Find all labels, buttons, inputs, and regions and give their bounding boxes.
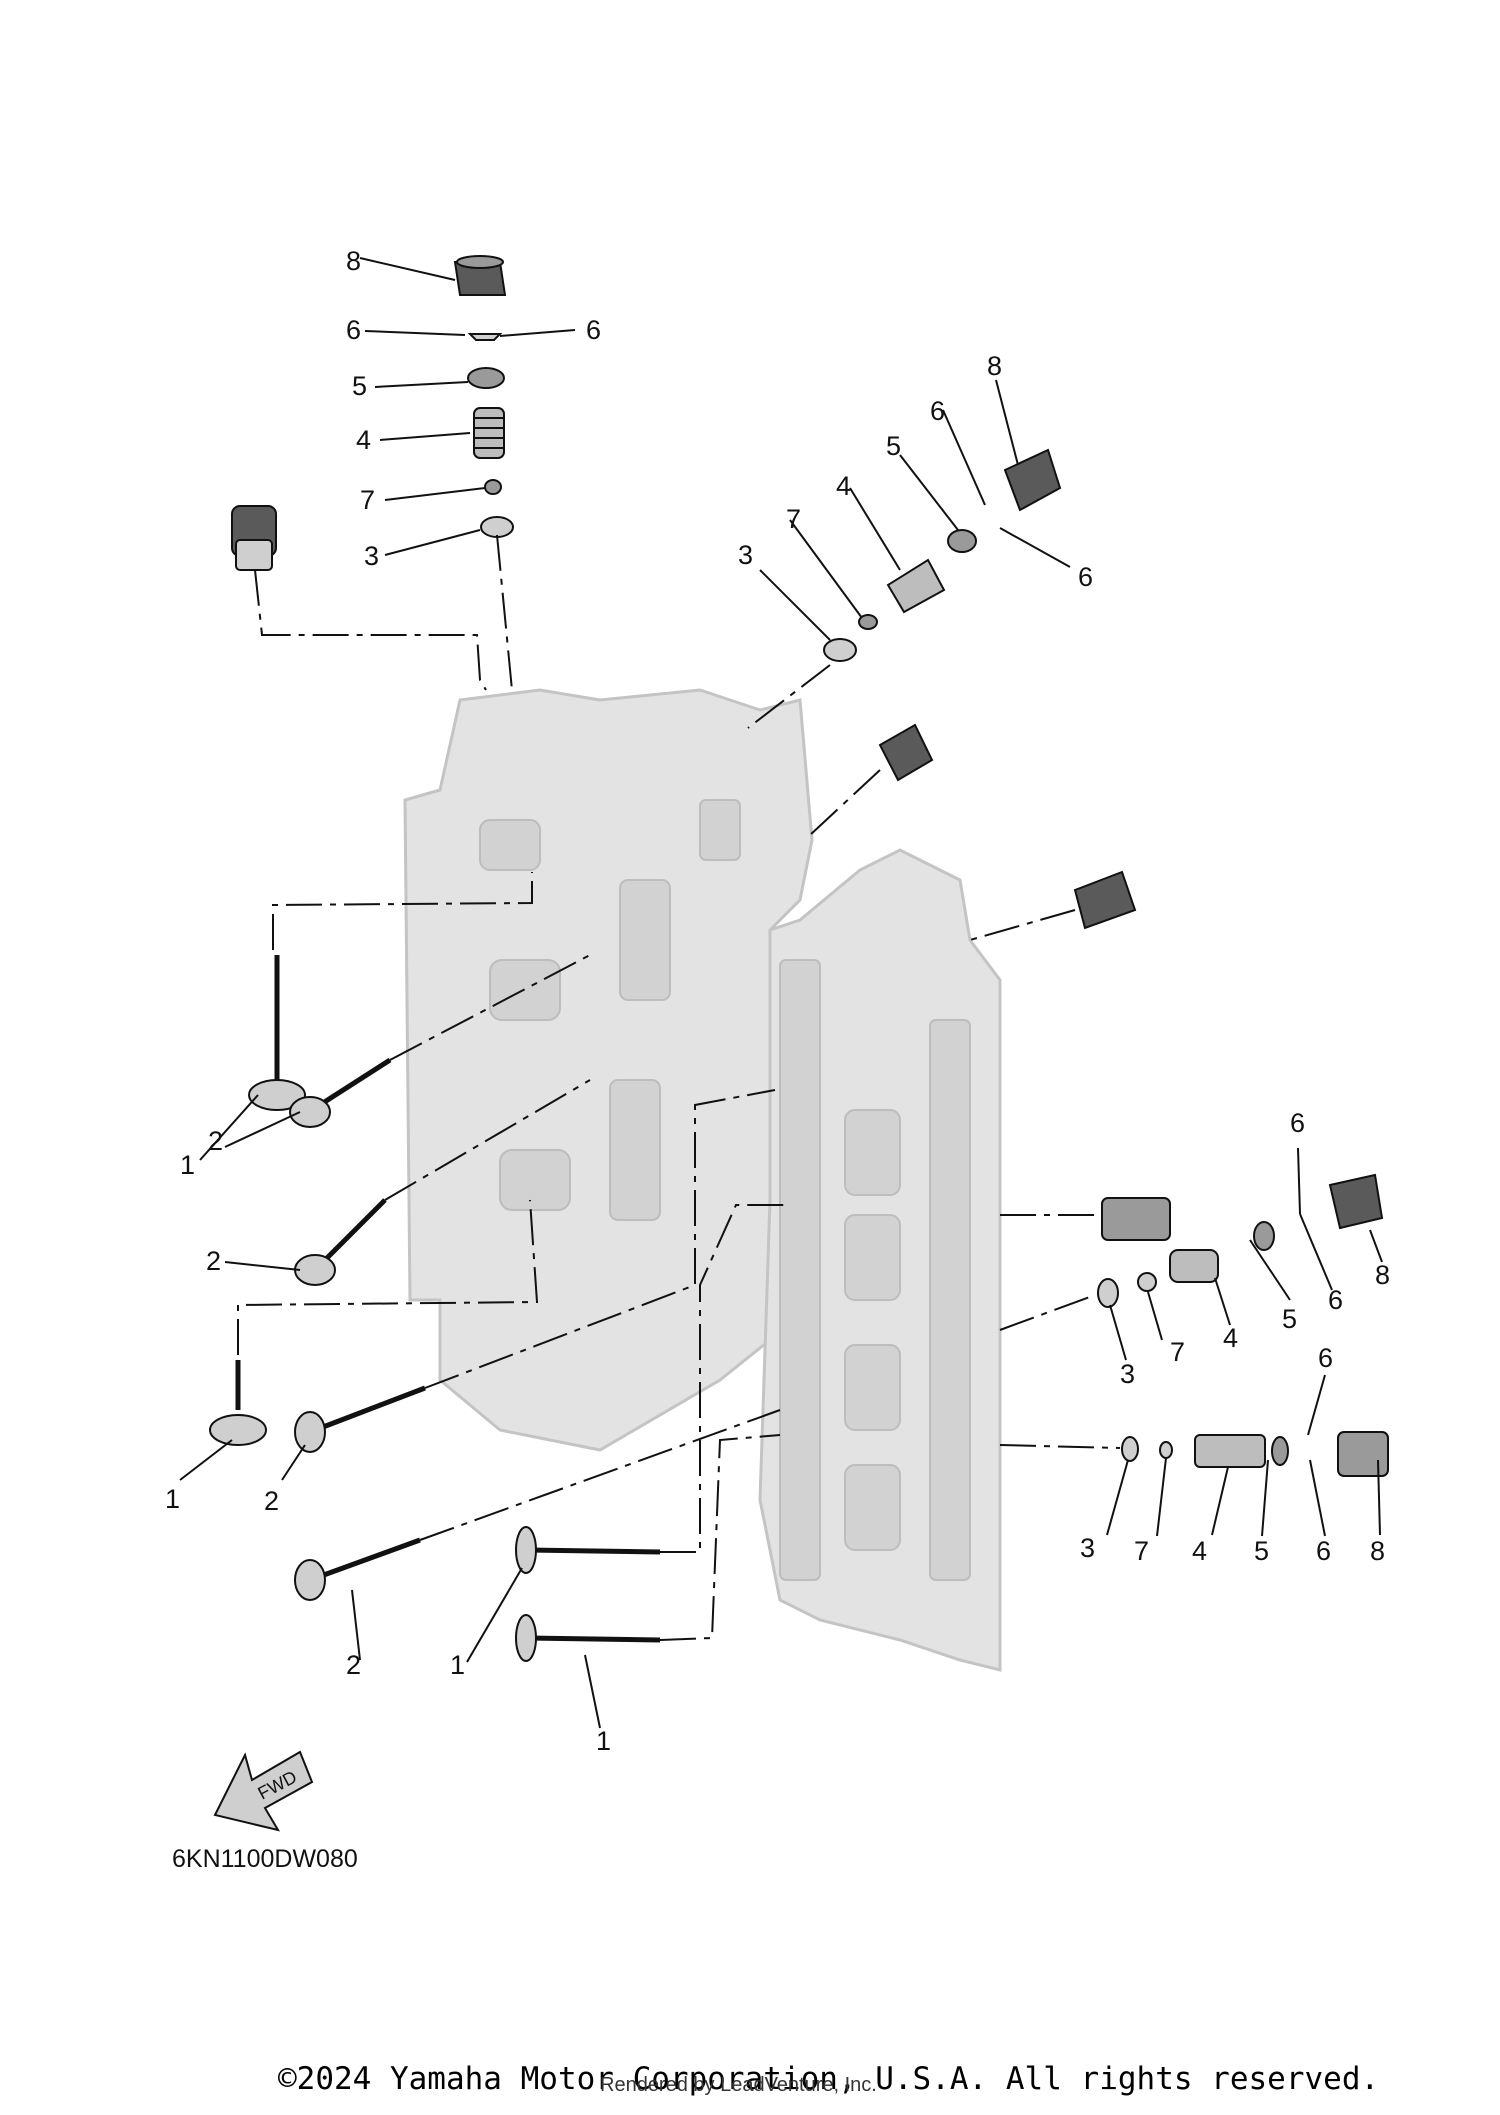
callout-3: 3 (364, 541, 379, 571)
callout-4: 4 (1223, 1323, 1238, 1353)
bottom-intake-valve-b (515, 1614, 661, 1662)
callout-6: 6 (1316, 1536, 1331, 1566)
callout-6: 6 (1290, 1108, 1305, 1138)
right-mid-lifter-right (1328, 1173, 1384, 1230)
callout-1: 1 (450, 1650, 465, 1680)
callout-2: 2 (264, 1486, 279, 1516)
callout-3: 3 (1120, 1359, 1135, 1389)
diagram-code: 6KN1100DW080 (172, 1845, 358, 1873)
callout-8: 8 (346, 246, 361, 276)
left-exhaust-valve-lower (294, 1385, 426, 1453)
right-mid-spring (1169, 1249, 1219, 1283)
leader-lines (237, 534, 1121, 1641)
top-stack-washer (480, 516, 514, 538)
callout-7: 7 (1170, 1337, 1185, 1367)
diagonal-stack-washer (823, 638, 857, 662)
top-stack-retainer (467, 367, 505, 389)
callout-4: 4 (356, 425, 371, 455)
right-low-washer (1121, 1436, 1139, 1462)
callout-5: 5 (886, 431, 901, 461)
callout-8: 8 (987, 351, 1002, 381)
right-low-lifter (1337, 1431, 1389, 1477)
callout-6: 6 (930, 396, 945, 426)
callout-2: 2 (208, 1126, 223, 1156)
callout-3: 3 (738, 540, 753, 570)
callout-4: 4 (836, 471, 851, 501)
callout-1: 1 (180, 1150, 195, 1180)
right-low-stem-seal (1159, 1441, 1173, 1459)
left-exhaust-valve-upper (289, 1057, 392, 1128)
callout-5: 5 (1254, 1536, 1269, 1566)
diagonal-stack-stem-seal (858, 614, 878, 630)
left-intake-valve-upper (248, 955, 306, 1111)
bottom-intake-valve-a (515, 1526, 661, 1574)
diagonal-stack-spring (886, 558, 946, 614)
left-intake-valve-lower (209, 1360, 267, 1446)
callout-labels: 8 6 6 5 4 7 3 8 6 6 5 4 7 3 1 2 2 1 2 2 … (165, 246, 1390, 1756)
right-low-spring (1194, 1434, 1266, 1468)
callout-5: 5 (1282, 1304, 1297, 1334)
callout-2: 2 (206, 1246, 221, 1276)
callout-6: 6 (1318, 1343, 1333, 1373)
callout-2: 2 (346, 1650, 361, 1680)
right-mid-lifter-left (1101, 1197, 1171, 1241)
callout-5: 5 (352, 371, 367, 401)
right-mid-retainer (1253, 1221, 1275, 1251)
rendered-by-note: Rendered by LeadVenture, Inc. (600, 2074, 877, 2096)
upper-left-lifter (231, 505, 277, 571)
callout-1: 1 (165, 1484, 180, 1514)
callout-8: 8 (1375, 1260, 1390, 1290)
callout-1: 1 (596, 1726, 611, 1756)
top-stack-lifter (453, 255, 507, 296)
top-stack-stem-seal (484, 479, 502, 495)
fwd-arrow-icon: FWD (213, 1750, 314, 1832)
right-mid-stem-seal (1137, 1272, 1157, 1292)
callout-7: 7 (360, 485, 375, 515)
callout-8: 8 (1370, 1536, 1385, 1566)
cylinder-head-right (758, 848, 1002, 1672)
callout-6: 6 (586, 315, 601, 345)
callout-leads (179, 257, 1383, 1729)
callout-4: 4 (1192, 1536, 1207, 1566)
top-stack-cotter-pair (467, 333, 503, 341)
left-exhaust-valve-bottom (294, 1537, 421, 1601)
right-low-retainer (1271, 1436, 1289, 1466)
callout-6: 6 (1328, 1285, 1343, 1315)
diagonal-stack-retainer (947, 529, 977, 553)
callout-3: 3 (1080, 1533, 1095, 1563)
cylinder-head-left (403, 688, 814, 1452)
callout-6: 6 (1078, 562, 1093, 592)
callout-6: 6 (346, 315, 361, 345)
right-mid-washer (1097, 1278, 1119, 1308)
diagonal-stack-lifter (1003, 448, 1062, 512)
top-stack-spring (473, 407, 505, 459)
copyright-notice: ©2024 Yamaha Motor Corporation, U.S.A. A… (278, 2061, 1380, 2097)
callout-7: 7 (786, 504, 801, 534)
callout-7: 7 (1134, 1536, 1149, 1566)
center-lifter-b (1073, 870, 1137, 930)
left-exhaust-valve-mid (294, 1198, 387, 1286)
center-lifter-a (878, 723, 934, 782)
